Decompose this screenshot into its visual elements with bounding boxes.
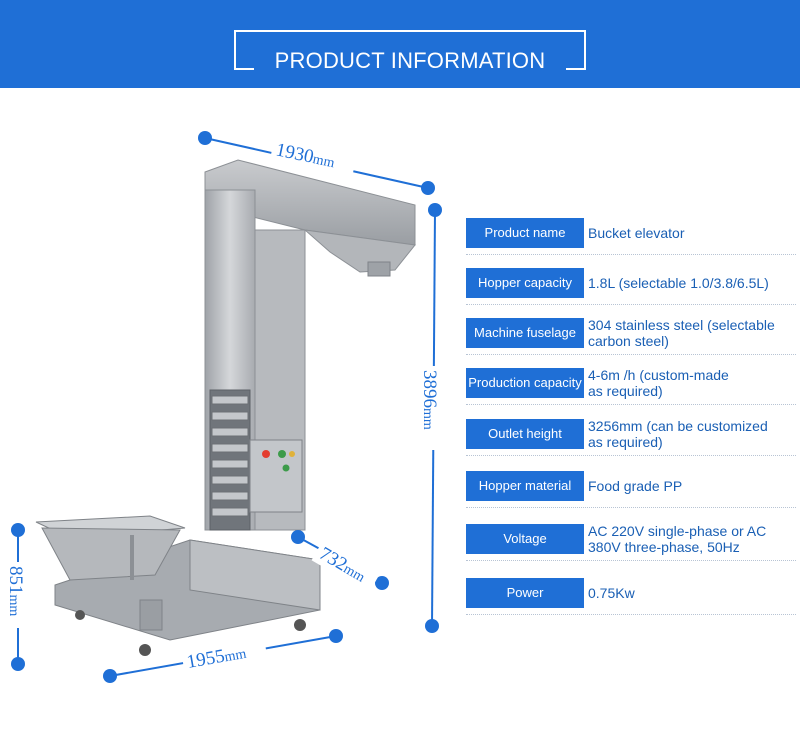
divider (466, 354, 796, 355)
dim-hopper-height: 851mm (4, 562, 28, 628)
spec-value: Food grade PP (588, 478, 683, 494)
dim-base-depth: 732mm (311, 539, 381, 594)
divider (466, 304, 796, 305)
spec-value: Bucket elevator (588, 225, 685, 241)
page-title: PRODUCT INFORMATION (254, 44, 566, 78)
divider (466, 614, 796, 615)
header-banner: PRODUCT INFORMATION (0, 0, 800, 88)
spec-label: Hopper capacity (466, 268, 584, 298)
svg-text:3896mm: 3896mm (419, 370, 440, 430)
spec-label: Machine fuselage (466, 318, 584, 348)
svg-text:851mm: 851mm (5, 566, 26, 616)
feed-hopper (35, 515, 186, 581)
spec-label: Outlet height (466, 419, 584, 449)
spec-label: Product name (466, 218, 584, 248)
divider (466, 560, 796, 561)
divider (466, 507, 796, 508)
spec-label: Production capacity (466, 368, 584, 398)
spec-value: 0.75Kw (588, 585, 635, 601)
spec-label: Voltage (466, 524, 584, 554)
spec-label: Hopper material (466, 471, 584, 501)
elevator-head (204, 159, 416, 277)
dim-base-width: 1955mm (180, 636, 268, 675)
divider (466, 254, 796, 255)
dim-height: 3896mm (418, 366, 442, 450)
spec-label: Power (466, 578, 584, 608)
divider (466, 404, 796, 405)
machine-illustration: 1930mm 3896mm 732mm 1955mm 851mm (4, 131, 442, 683)
divider (466, 455, 796, 456)
elevator-base (54, 539, 321, 656)
control-box (249, 439, 303, 513)
spec-value: 1.8L (selectable 1.0/3.8/6.5L) (588, 275, 769, 291)
